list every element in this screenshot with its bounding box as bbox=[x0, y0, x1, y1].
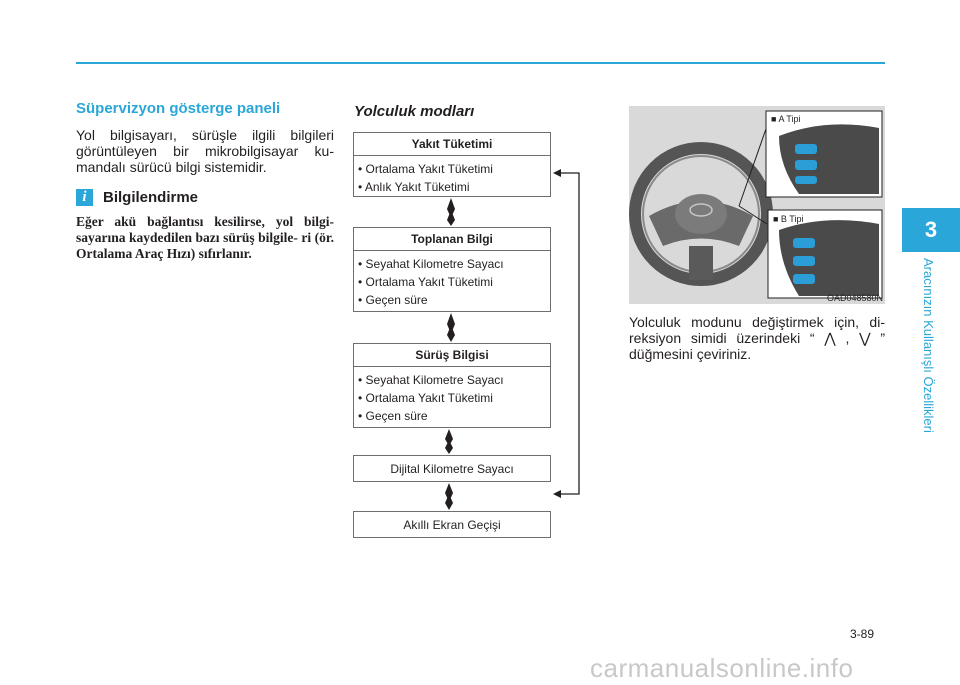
fuel-economy-list: • Ortalama Yakıt Tüketimi • Anlık Yakıt … bbox=[354, 156, 550, 200]
smart-display-box: Akıllı Ekran Geçişi bbox=[353, 511, 551, 538]
arrowhead-icon bbox=[553, 169, 561, 177]
trip-modes-title: Yolculuk modları bbox=[354, 103, 475, 120]
chapter-title: Aracınızın Kullanışlı Özellikleri bbox=[921, 258, 936, 433]
drive-info-box: Sürüş Bilgisi • Seyahat Kilometre Sayacı… bbox=[353, 343, 551, 428]
steering-wheel-illustration: ■ A Tipi ■ B Tipi bbox=[629, 106, 885, 304]
accumulated-info-list: • Seyahat Kilometre Sayacı • Ortalama Ya… bbox=[354, 251, 550, 313]
double-arrow-icon bbox=[445, 483, 453, 502]
chapter-number-tab: 3 bbox=[902, 208, 960, 252]
chapter-number: 3 bbox=[924, 217, 938, 242]
smart-display-label: Akıllı Ekran Geçişi bbox=[403, 518, 501, 532]
fuel-economy-title: Yakıt Tüketimi bbox=[354, 133, 550, 156]
digital-odometer-label: Dijital Kilometre Sayacı bbox=[390, 462, 514, 476]
double-arrow-icon bbox=[447, 313, 455, 334]
list-item: • Ortalama Yakıt Tüketimi bbox=[358, 275, 493, 289]
accumulated-info-title: Toplanan Bilgi bbox=[354, 228, 550, 251]
list-item: • Seyahat Kilometre Sayacı bbox=[358, 373, 504, 387]
type-b-label: ■ B Tipi bbox=[773, 214, 803, 224]
info-text: Eğer akü bağlantısı kesilirse, yol bilgi… bbox=[76, 214, 334, 261]
info-header: i Bilgilendirme bbox=[76, 189, 334, 206]
list-item: • Seyahat Kilometre Sayacı bbox=[358, 257, 504, 271]
double-arrow-icon bbox=[447, 325, 455, 342]
list-item: • Geçen süre bbox=[358, 409, 428, 423]
drive-info-list: • Seyahat Kilometre Sayacı • Ortalama Ya… bbox=[354, 367, 550, 429]
right-column: Yolculuk modunu değiştirmek için, di- re… bbox=[629, 314, 885, 362]
list-item: • Anlık Yakıt Tüketimi bbox=[358, 180, 470, 194]
list-item: • Geçen süre bbox=[358, 293, 428, 307]
fuel-economy-box: Yakıt Tüketimi • Ortalama Yakıt Tüketimi… bbox=[353, 132, 551, 197]
type-b-switch-icon bbox=[779, 220, 879, 296]
steering-wheel-figure: ■ A Tipi ■ B Tipi OAD048580N bbox=[629, 106, 885, 304]
digital-odometer-box: Dijital Kilometre Sayacı bbox=[353, 455, 551, 482]
double-arrow-icon bbox=[445, 429, 453, 446]
type-a-switch-icon bbox=[779, 124, 879, 194]
double-arrow-icon bbox=[447, 198, 455, 218]
left-column: Süpervizyon gösterge paneli Yol bilgisay… bbox=[76, 100, 334, 262]
page-number: 3-89 bbox=[850, 627, 875, 641]
accumulated-info-box: Toplanan Bilgi • Seyahat Kilometre Sayac… bbox=[353, 227, 551, 312]
info-title: Bilgilendirme bbox=[103, 189, 199, 206]
instruction-paragraph: Yolculuk modunu değiştirmek için, di- re… bbox=[629, 314, 885, 362]
intro-paragraph: Yol bilgisayarı, sürüşle ilgili bilgiler… bbox=[76, 127, 334, 175]
info-icon: i bbox=[76, 189, 93, 206]
type-a-label: ■ A Tipi bbox=[771, 114, 800, 124]
chapter-side-title: Aracınızın Kullanışlı Özellikleri bbox=[921, 258, 938, 458]
double-arrow-icon bbox=[447, 210, 455, 226]
double-arrow-icon bbox=[445, 494, 453, 510]
watermark: carmanualsonline.info bbox=[590, 653, 854, 683]
arrowhead-icon bbox=[553, 490, 561, 498]
list-item: • Ortalama Yakıt Tüketimi bbox=[358, 391, 493, 405]
double-arrow-icon bbox=[445, 440, 453, 454]
section-heading: Süpervizyon gösterge paneli bbox=[76, 100, 281, 117]
figure-code: OAD048580N bbox=[826, 293, 883, 303]
list-item: • Ortalama Yakıt Tüketimi bbox=[358, 162, 493, 176]
header-rule bbox=[76, 62, 885, 64]
return-line bbox=[556, 172, 580, 495]
drive-info-title: Sürüş Bilgisi bbox=[354, 344, 550, 367]
